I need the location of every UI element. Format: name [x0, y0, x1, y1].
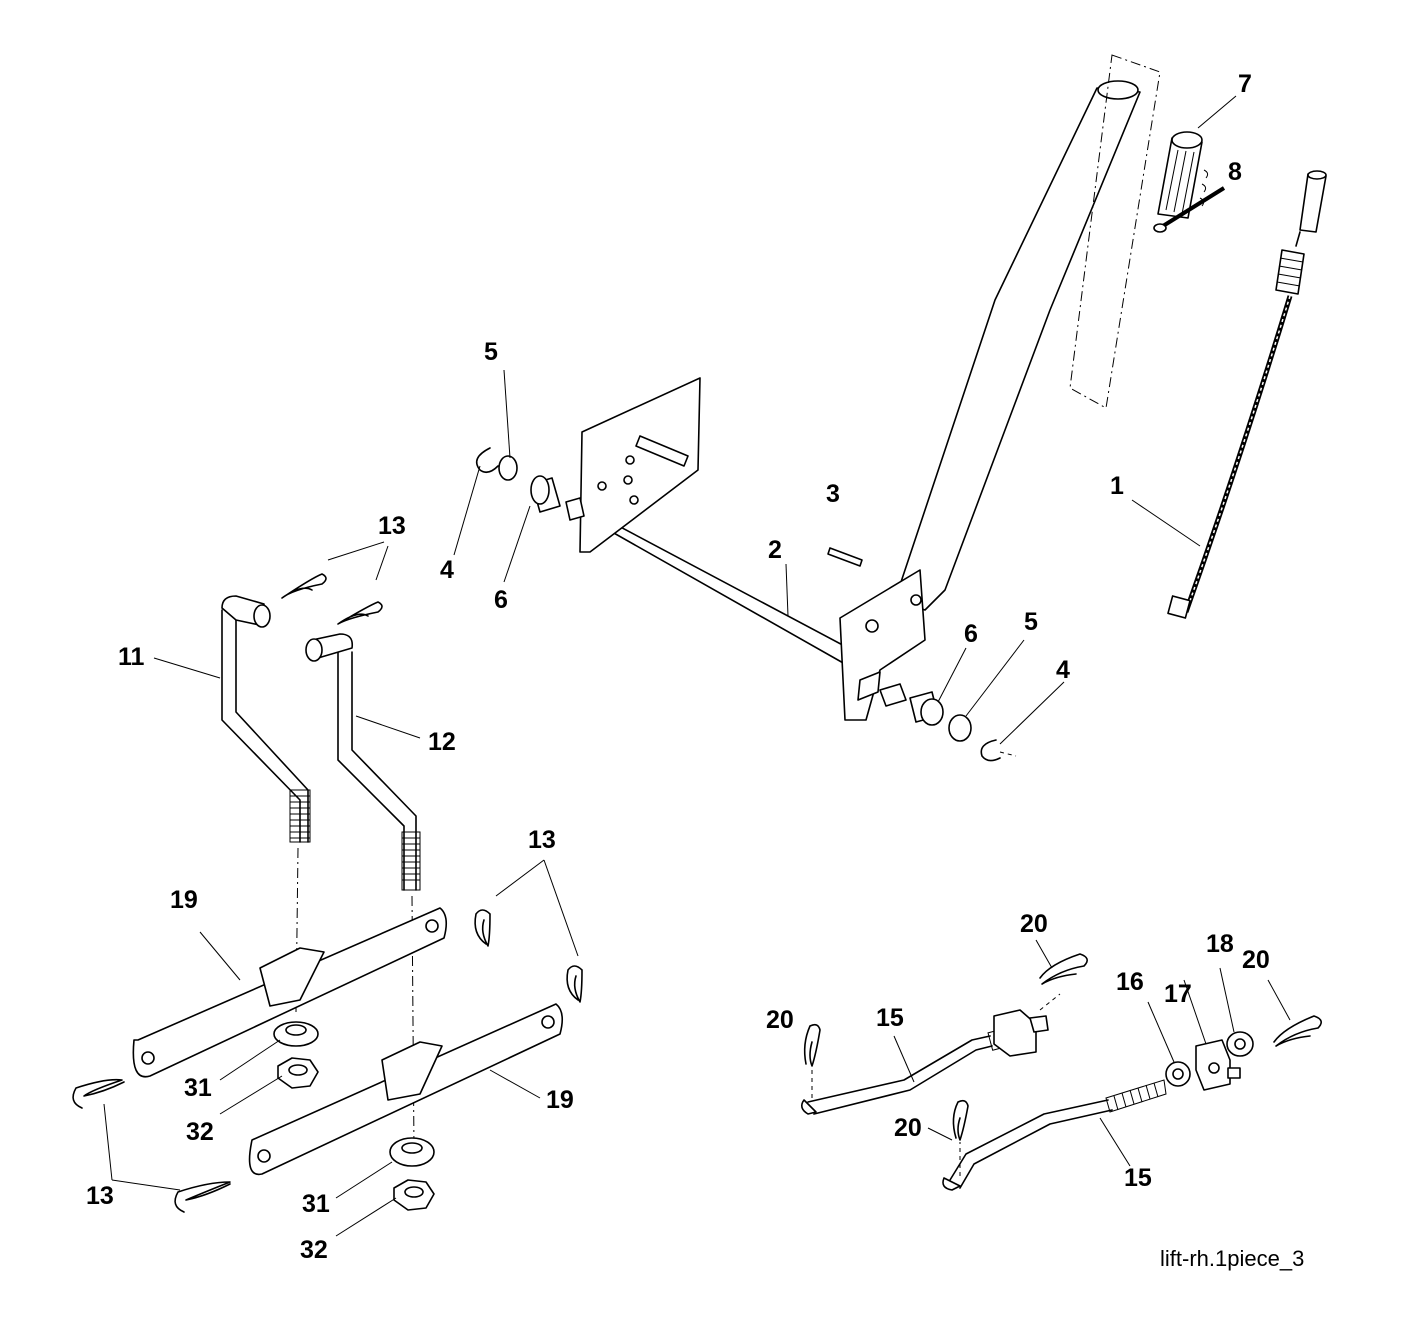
- callout-32-upper: 32: [186, 1118, 214, 1146]
- nut-lower: [393, 1179, 435, 1211]
- callout-16: 16: [1116, 968, 1144, 996]
- callout-20-right: 20: [1242, 946, 1270, 974]
- callout-31-upper: 31: [184, 1074, 212, 1102]
- callout-11: 11: [118, 643, 145, 671]
- callout-8: 8: [1228, 158, 1242, 186]
- adjuster-rod-lower: [942, 1079, 1167, 1191]
- callout-6-right: 6: [964, 620, 978, 648]
- callout-31-lower: 31: [302, 1190, 330, 1218]
- callout-5-right: 5: [1024, 608, 1038, 636]
- callout-3: 3: [826, 480, 840, 508]
- callout-15-lower: 15: [1124, 1164, 1152, 1192]
- roll-pin: [827, 547, 863, 567]
- right-shaft-hardware: [879, 683, 1017, 762]
- callout-7: 7: [1238, 70, 1252, 98]
- callout-6-left: 6: [494, 586, 508, 614]
- callout-1: 1: [1110, 472, 1124, 500]
- adjuster-rod-upper: [800, 993, 1061, 1115]
- leader-lines: [103, 95, 1291, 1237]
- mount-plate: [579, 377, 701, 553]
- nut-upper: [277, 1057, 319, 1089]
- lift-cable: [1167, 170, 1327, 619]
- callout-5-left: 5: [484, 338, 498, 366]
- callout-20-upper: 20: [1020, 910, 1048, 938]
- callout-19-upper: 19: [170, 886, 198, 914]
- lift-arm-lower: [248, 1003, 564, 1176]
- left-shaft-hardware: [475, 447, 585, 521]
- callout-4-left: 4: [440, 556, 454, 584]
- callout-19-lower: 19: [546, 1086, 574, 1114]
- diagram-reference-code: lift-rh.1piece_3: [1160, 1246, 1305, 1271]
- lift-link-left: [221, 595, 311, 1013]
- callout-2: 2: [768, 536, 782, 564]
- callout-20-lower: 20: [894, 1114, 922, 1142]
- jam-nut: [1165, 1061, 1191, 1087]
- trunnion-block: [1195, 1039, 1241, 1091]
- callout-18: 18: [1206, 930, 1234, 958]
- callout-13-middle: 13: [528, 826, 556, 854]
- spacer-lower: [389, 1137, 435, 1167]
- hairpin-clips-20: [803, 953, 1322, 1141]
- callout-17: 17: [1164, 980, 1192, 1008]
- callout-12: 12: [428, 728, 456, 756]
- lift-shaft: [593, 511, 853, 665]
- pivot-bracket: [839, 569, 926, 721]
- swivel-nut: [1226, 1031, 1254, 1057]
- callout-32-lower: 32: [300, 1236, 328, 1264]
- spring-pin: [1153, 186, 1226, 233]
- callout-13-bottom: 13: [86, 1182, 114, 1210]
- lift-link-right: [305, 633, 421, 1151]
- callout-15-upper: 15: [876, 1004, 904, 1032]
- callout-13-top: 13: [378, 512, 406, 540]
- callout-20-left: 20: [766, 1006, 794, 1034]
- callout-4-right: 4: [1056, 656, 1070, 684]
- hairpin-clips-13: [72, 573, 583, 1213]
- lift-handle: [894, 54, 1161, 611]
- lift-arm-upper: [132, 907, 448, 1078]
- spacer-upper: [273, 1021, 319, 1047]
